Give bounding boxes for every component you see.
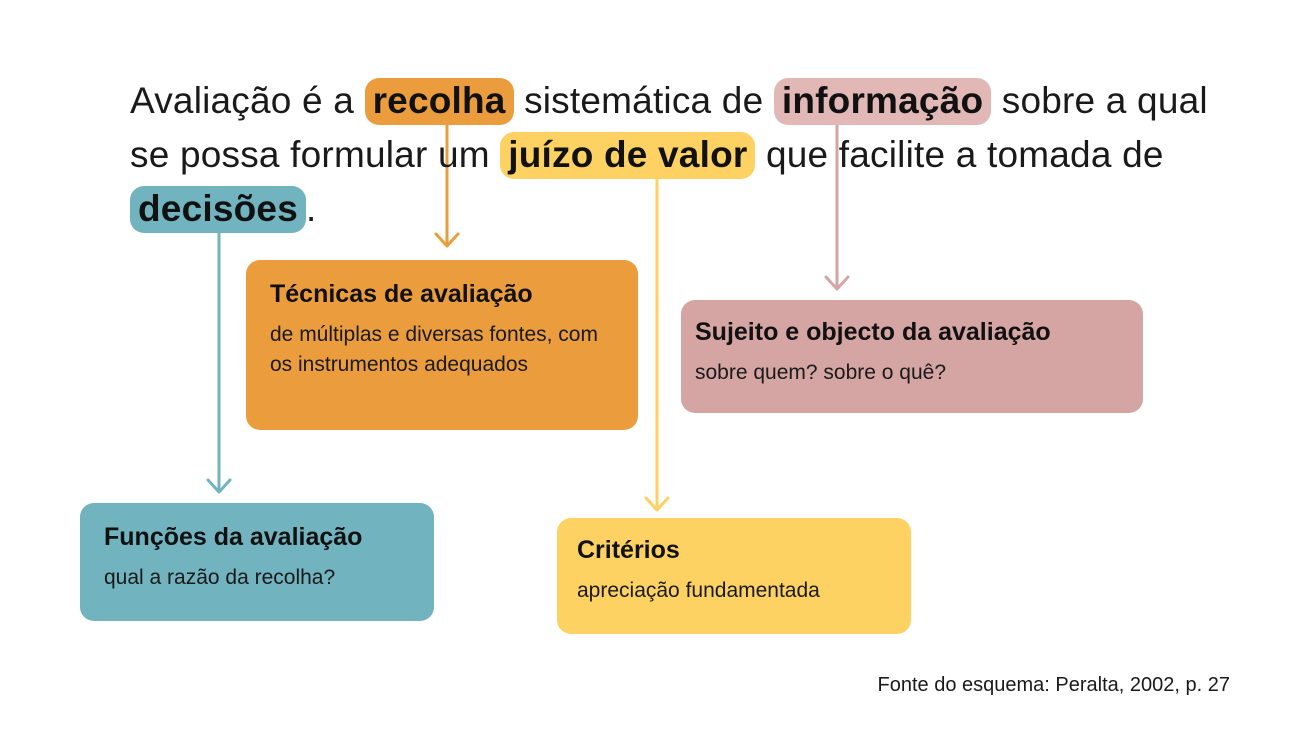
arrow-decisoes-to-funcoes bbox=[206, 218, 232, 494]
box-description: qual a razão da recolha? bbox=[104, 566, 336, 589]
definition-sentence: Avaliação é a recolha sistemática de inf… bbox=[130, 74, 1250, 236]
box-title: Sujeito e objecto da avaliação bbox=[695, 318, 1051, 346]
box-funcoes-da-avaliacao: Funções da avaliação qual a razão da rec… bbox=[80, 503, 434, 621]
box-description: sobre quem? sobre o quê? bbox=[695, 361, 947, 384]
sentence-text: Avaliação é a bbox=[130, 80, 355, 121]
box-title: Critérios bbox=[577, 536, 680, 564]
keyword-recolha: recolha bbox=[364, 78, 514, 125]
box-description: de múltiplas e diversas fontes, com os i… bbox=[270, 323, 598, 376]
box-sujeito-e-objecto: Sujeito e objecto da avaliação sobre que… bbox=[681, 300, 1143, 413]
keyword-decisoes: decisões bbox=[130, 186, 306, 233]
sentence-text: sobre a qual se possa formular um bbox=[130, 80, 1208, 175]
box-description: apreciação fundamentada bbox=[577, 579, 820, 602]
box-title: Técnicas de avaliação bbox=[270, 280, 533, 308]
arrow-juizo-to-criterios bbox=[644, 170, 670, 512]
arrow-recolha-to-tecnicas bbox=[434, 114, 460, 248]
arrow-informacao-to-sujeito bbox=[824, 114, 850, 291]
sentence-text: sistemática de bbox=[524, 80, 764, 121]
box-tecnicas-de-avaliacao: Técnicas de avaliação de múltiplas e div… bbox=[246, 260, 638, 430]
keyword-informacao: informação bbox=[773, 78, 992, 125]
box-title: Funções da avaliação bbox=[104, 523, 363, 551]
source-citation: Fonte do esquema: Peralta, 2002, p. 27 bbox=[877, 674, 1230, 696]
sentence-text: que facilite a tomada de bbox=[765, 134, 1164, 175]
keyword-juizo-de-valor: juízo de valor bbox=[500, 132, 756, 179]
sentence-period: . bbox=[305, 188, 317, 229]
box-criterios: Critérios apreciação fundamentada bbox=[557, 518, 911, 634]
